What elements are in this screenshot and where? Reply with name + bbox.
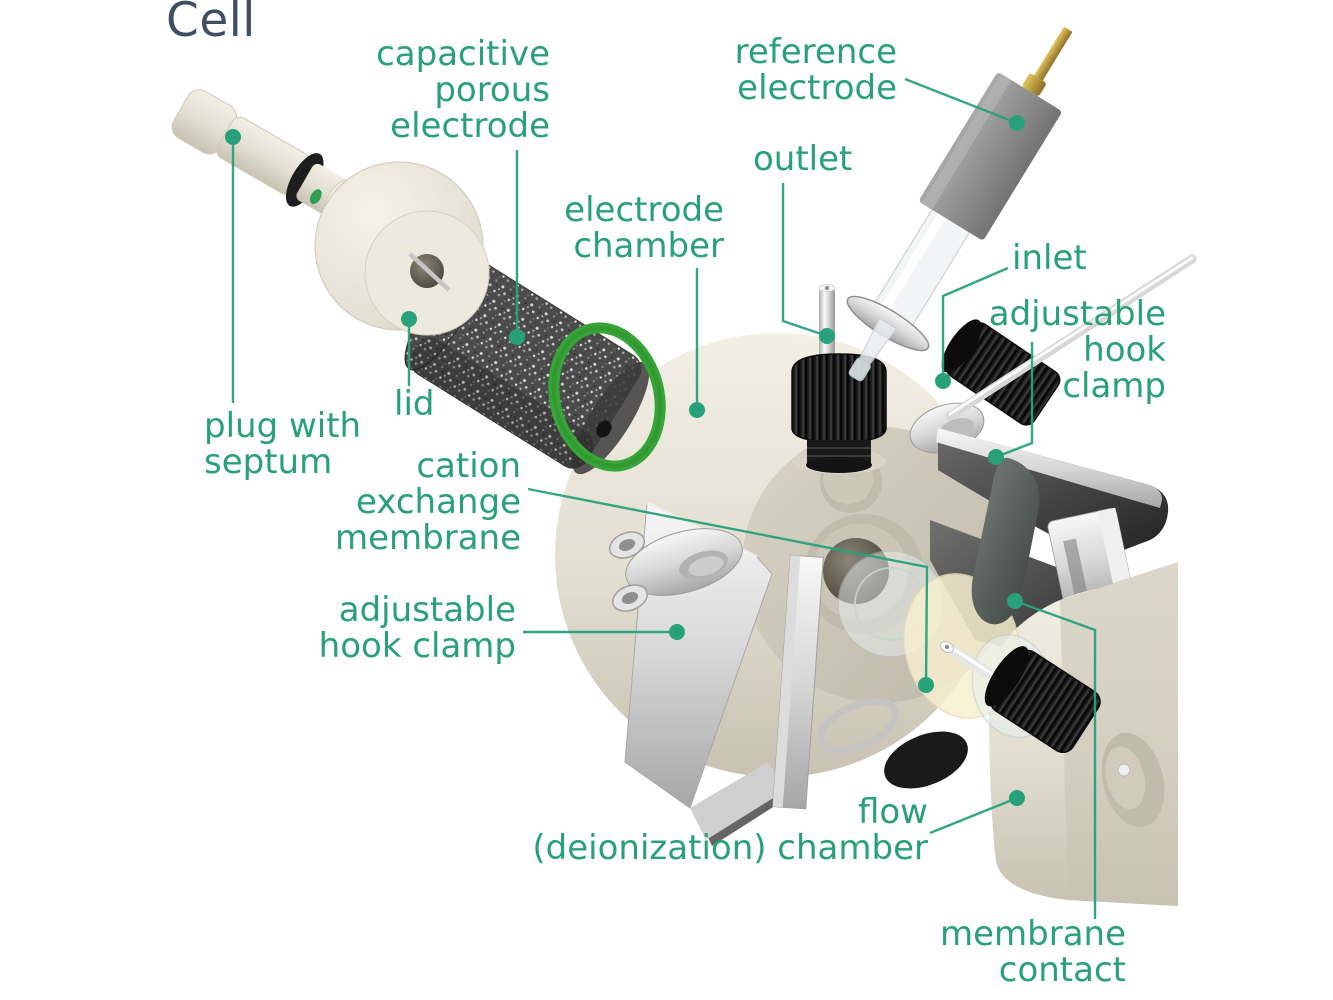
callout-dot: [1007, 593, 1023, 609]
leader-adjustable-hook-clamp-right: [995, 342, 1034, 459]
label-cation-exchange-membrane: cation exchange membrane: [335, 448, 521, 556]
label-membrane-contact: membrane contact: [940, 916, 1126, 988]
label-line: membrane: [334, 518, 521, 559]
label-line: electrode: [390, 106, 550, 147]
label-line: porous: [434, 70, 550, 111]
hook-lever: [971, 457, 1040, 625]
reference-electrode-part: [846, 26, 1073, 382]
inlet-tube: [945, 254, 1197, 421]
label-line: cation: [416, 446, 521, 486]
leader-outlet: [781, 183, 828, 338]
lid-part: [314, 161, 490, 336]
label-flow-deionization-chamber: flow (deionization) chamber: [532, 794, 928, 866]
callout-dot: [819, 328, 835, 344]
label-line: adjustable: [988, 294, 1166, 334]
label-line: inlet: [1012, 238, 1087, 278]
label-line: electrode: [737, 68, 897, 109]
o-ring: [548, 322, 666, 472]
callout-dot: [1009, 790, 1025, 806]
label-line: flow: [857, 792, 928, 832]
label-inlet: inlet: [1012, 240, 1087, 276]
label-adjustable-hook-clamp-right: adjustable hook clamp: [989, 296, 1166, 404]
label-line: clamp: [1062, 366, 1166, 407]
callout-dot: [401, 311, 417, 327]
leader-reference-electrode: [904, 77, 1018, 125]
callout-dot: [918, 677, 934, 693]
label-line: capacitive: [376, 34, 550, 74]
label-line: chamber: [573, 226, 724, 267]
flow-chamber-nut: [984, 646, 1101, 754]
label-line: plug with: [204, 406, 362, 446]
label-reference-electrode: reference electrode: [735, 34, 897, 106]
callout-dot: [988, 449, 1004, 465]
label-line: adjustable: [338, 590, 516, 630]
callout-dot: [689, 402, 705, 418]
leader-cation-exchange-membrane: [527, 487, 929, 686]
label-line: hook clamp: [318, 626, 516, 667]
label-line: hook: [1083, 330, 1166, 371]
label-electrode-chamber: electrode chamber: [564, 192, 724, 264]
page-title: Cell: [166, 0, 256, 48]
label-adjustable-hook-clamp-left: adjustable hook clamp: [319, 592, 516, 664]
label-line: reference: [734, 32, 897, 72]
callout-leaders: [231, 77, 1097, 919]
label-line: electrode: [564, 190, 724, 230]
callout-dot: [669, 624, 685, 640]
callout-dot: [225, 129, 241, 145]
label-line: exchange: [356, 482, 521, 523]
label-line: outlet: [753, 139, 853, 179]
label-line: (deionization) chamber: [532, 828, 928, 869]
callout-dot: [509, 329, 525, 345]
callout-dot: [1009, 115, 1025, 131]
label-line: contact: [998, 950, 1126, 991]
label-outlet: outlet: [753, 141, 852, 177]
leader-membrane-contact: [1014, 599, 1097, 919]
label-plug-with-septum: plug with septum: [204, 408, 361, 480]
callout-dot: [935, 373, 951, 389]
label-line: septum: [204, 442, 333, 483]
leader-inlet: [941, 266, 1009, 381]
callout-dots: [225, 115, 1025, 806]
label-lid: lid: [394, 386, 434, 422]
label-capacitive-porous-electrode: capacitive porous electrode: [376, 36, 550, 144]
hook-clamp-left-part: [608, 501, 824, 846]
leader-flow-deionization-chamber: [929, 796, 1018, 835]
label-line: lid: [394, 384, 435, 424]
label-line: membrane: [939, 914, 1126, 954]
